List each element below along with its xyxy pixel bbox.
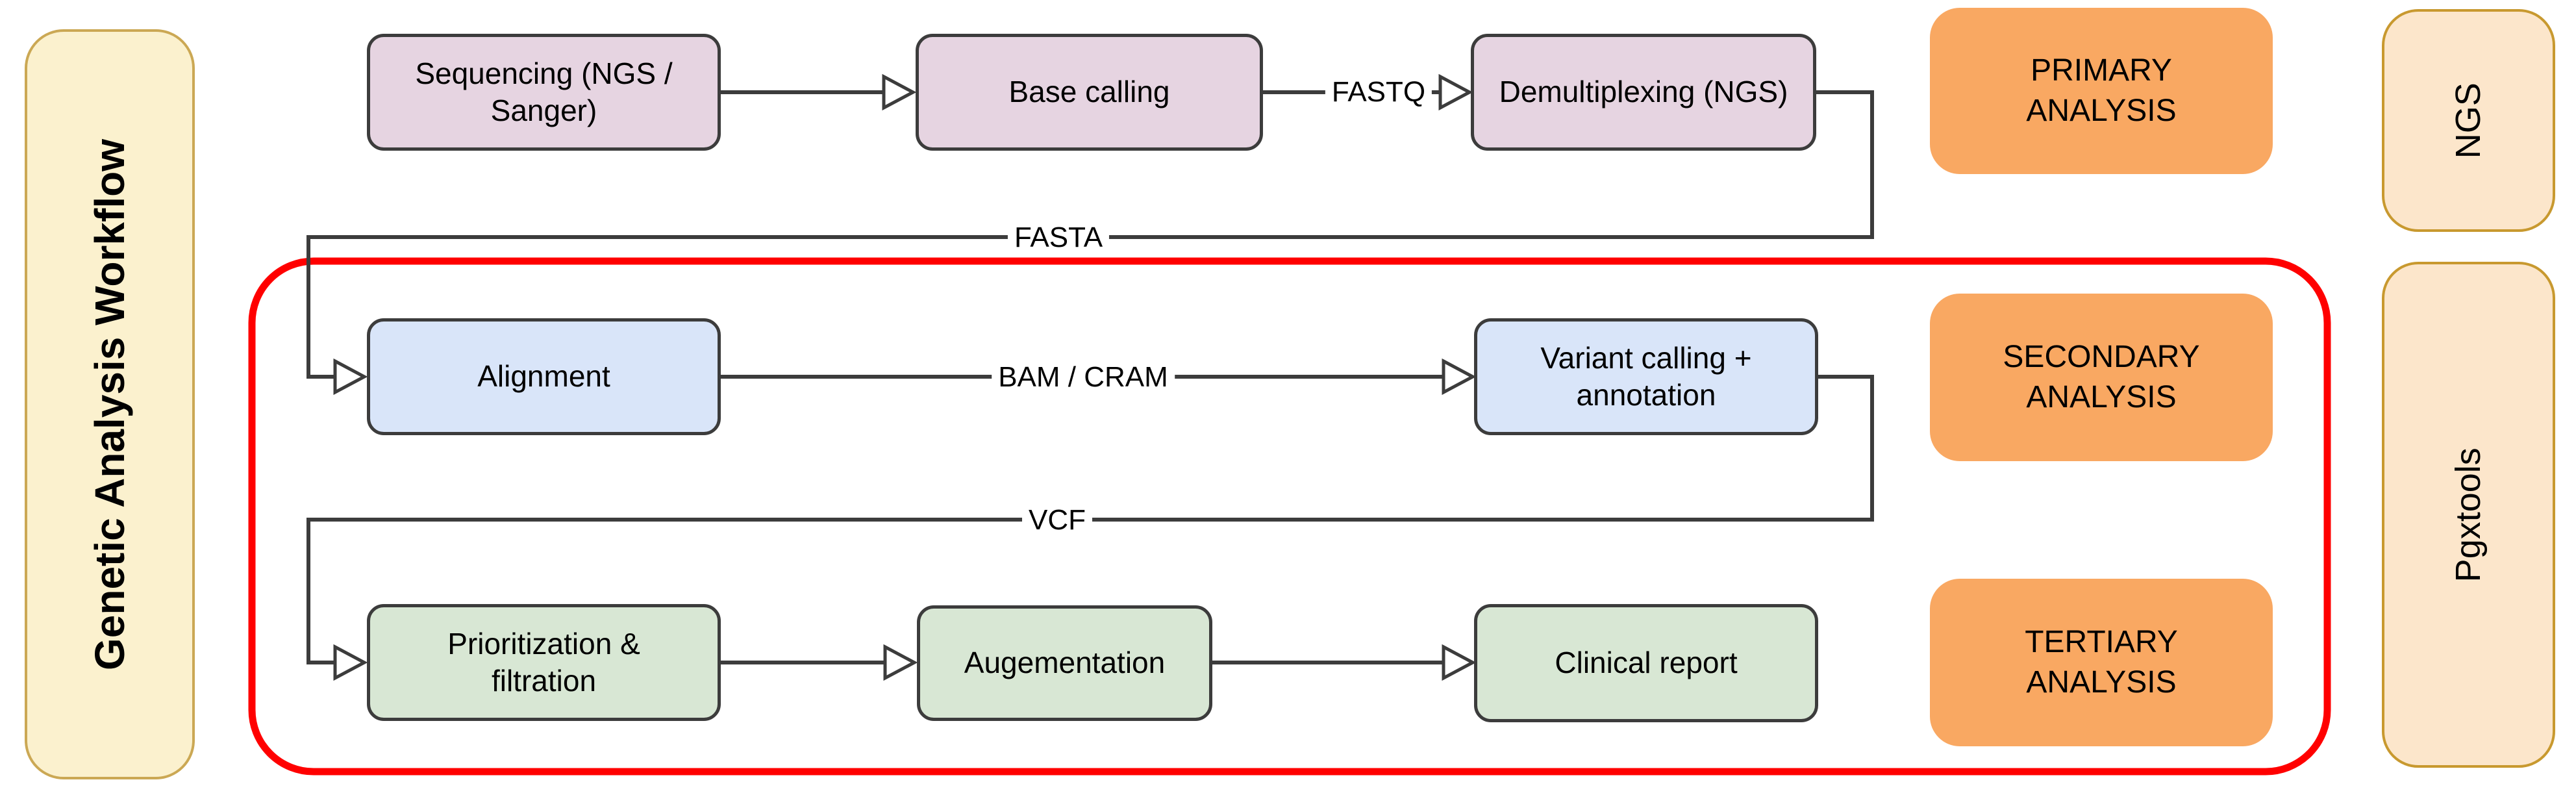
node-clinical-report: Clinical report xyxy=(1474,604,1818,722)
node-alignment-label: Alignment xyxy=(477,359,610,394)
node-variant-calling-label: Variant calling + annotation xyxy=(1540,340,1752,412)
pgxtools-scope-highlight xyxy=(248,257,2331,776)
node-augementation-label: Augementation xyxy=(964,646,1166,680)
node-base-calling-label: Base calling xyxy=(1008,75,1170,109)
node-sequencing: Sequencing (NGS / Sanger) xyxy=(367,34,721,151)
node-sequencing-label: Sequencing (NGS / Sanger) xyxy=(415,56,673,128)
node-demultiplexing: Demultiplexing (NGS) xyxy=(1471,34,1816,151)
node-alignment: Alignment xyxy=(367,318,721,435)
node-prioritization: Prioritization & filtration xyxy=(367,604,721,721)
side-label-pgxtools-box: Pgxtools xyxy=(2382,262,2555,768)
node-demultiplexing-label: Demultiplexing (NGS) xyxy=(1499,75,1788,109)
arrowhead-icon xyxy=(333,358,368,396)
node-clinical-report-label: Clinical report xyxy=(1555,646,1738,680)
stage-secondary-analysis: SECONDARY ANALYSIS xyxy=(1930,294,2273,461)
diagram-title: Genetic Analysis Workflow xyxy=(86,138,133,670)
side-label-ngs-box: NGS xyxy=(2382,9,2555,232)
arrowhead-icon xyxy=(1442,644,1477,681)
node-prioritization-label: Prioritization & filtration xyxy=(447,626,640,698)
stage-primary-label: PRIMARY ANALYSIS xyxy=(2026,53,2177,128)
arrowhead-icon xyxy=(333,644,368,681)
diagram-title-box: Genetic Analysis Workflow xyxy=(25,29,195,779)
stage-primary-analysis: PRIMARY ANALYSIS xyxy=(1930,8,2273,174)
side-label-pgxtools: Pgxtools xyxy=(2448,447,2488,583)
arrowhead-icon xyxy=(883,644,918,681)
stage-tertiary-label: TERTIARY ANALYSIS xyxy=(2025,624,2178,700)
arrowhead-icon xyxy=(1438,73,1473,111)
node-base-calling: Base calling xyxy=(916,34,1263,151)
node-augementation: Augementation xyxy=(917,605,1212,721)
node-variant-calling: Variant calling + annotation xyxy=(1474,318,1818,435)
edge-label-vcf: VCF xyxy=(1022,503,1092,538)
stage-tertiary-analysis: TERTIARY ANALYSIS xyxy=(1930,579,2273,746)
arrowhead-icon xyxy=(1442,358,1477,396)
arrowhead-icon xyxy=(882,73,917,111)
edge-label-fasta: FASTA xyxy=(1007,220,1110,255)
edge-label-fastq: FASTQ xyxy=(1325,75,1432,110)
side-label-ngs: NGS xyxy=(2448,82,2488,159)
edge-label-bam-cram: BAM / CRAM xyxy=(992,360,1175,395)
stage-secondary-label: SECONDARY ANALYSIS xyxy=(2003,339,2200,414)
